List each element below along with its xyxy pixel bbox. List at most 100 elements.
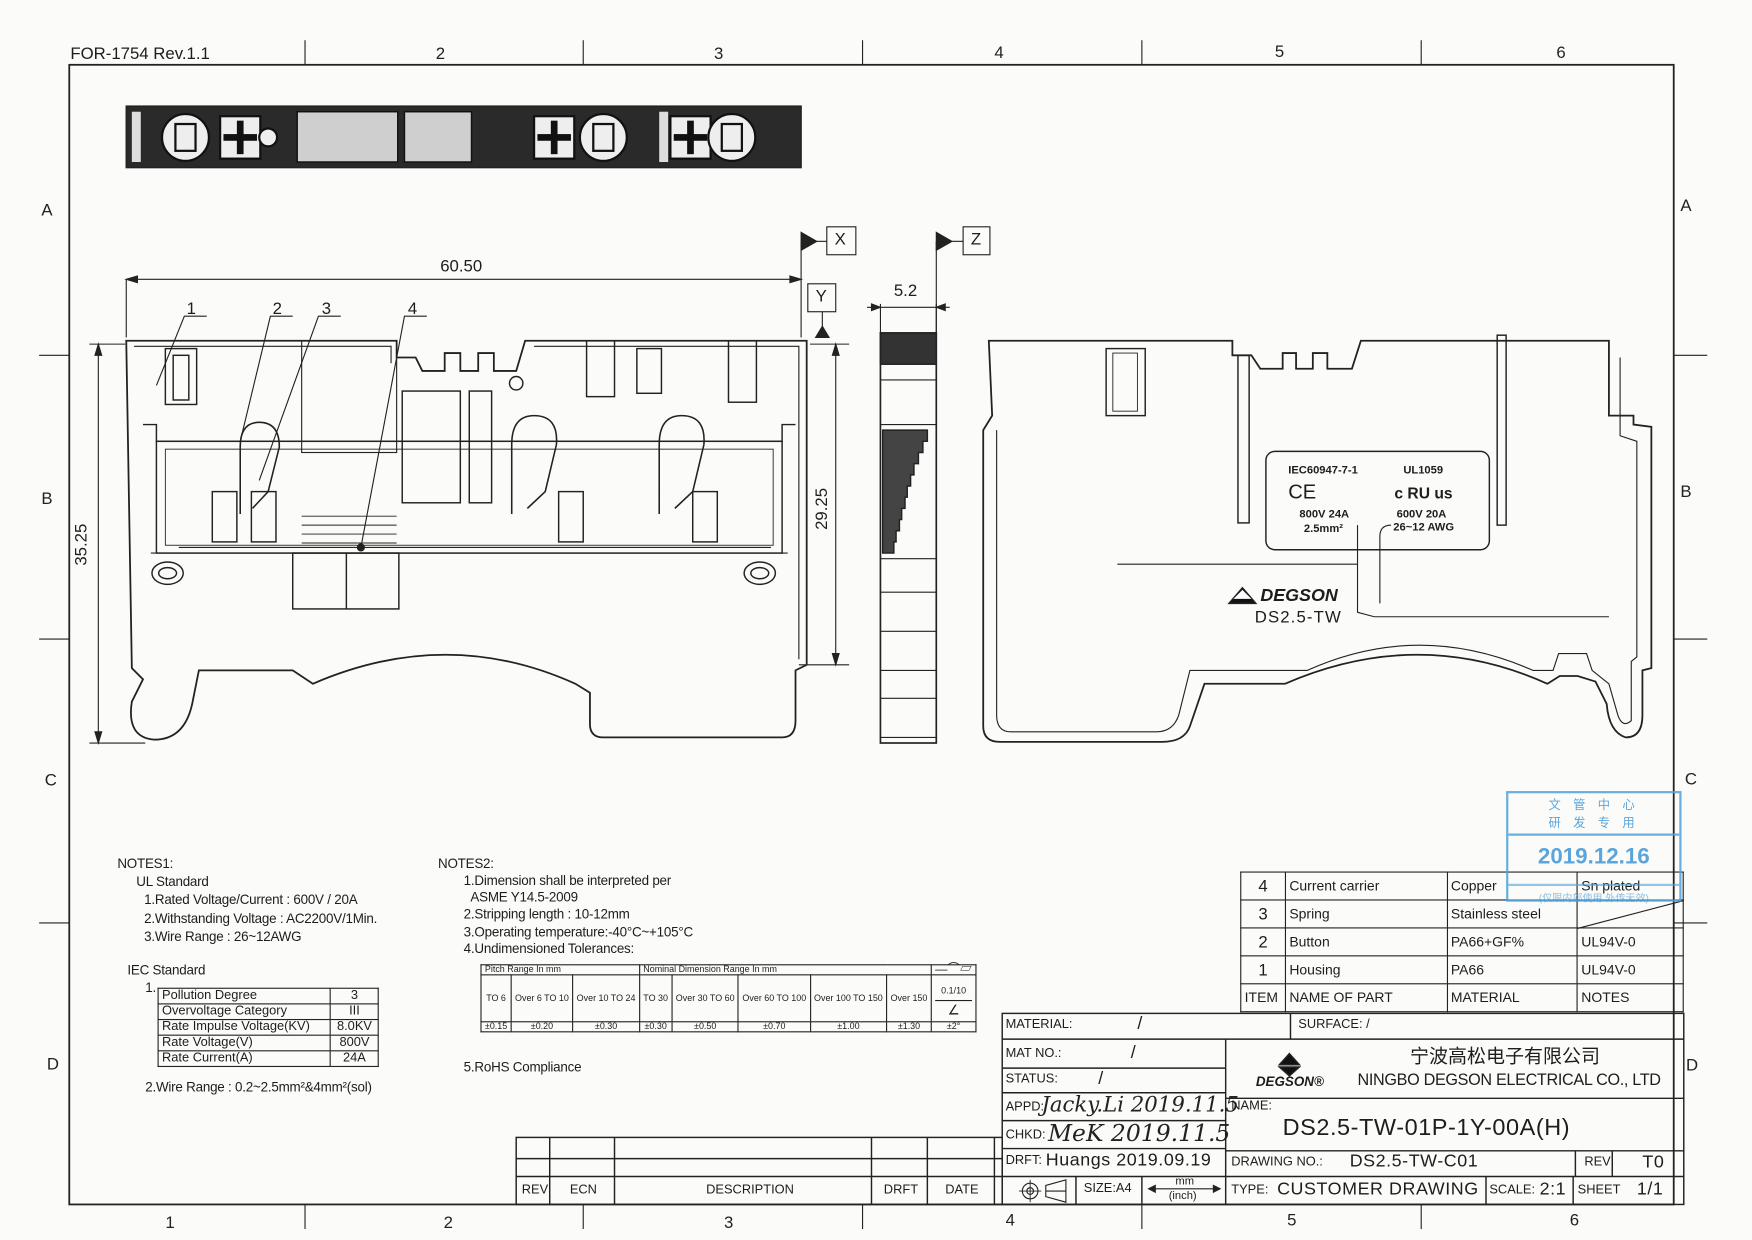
side-view <box>879 332 938 744</box>
datum-x: X <box>834 230 846 250</box>
flatness-value: 0.1/10 <box>935 982 973 1002</box>
company-name-en: NINGBO DEGSON ELECTRICAL CO., LTD <box>1357 1071 1661 1090</box>
callout-2: 2 <box>272 299 282 319</box>
rev-header: REV <box>521 1183 549 1197</box>
note2-2: 2.Stripping length : 10-12mm <box>463 906 630 922</box>
sheet-size: SIZE:A4 <box>1083 1182 1132 1196</box>
tolerance: ±0.50 <box>671 1021 740 1033</box>
iec-note-1: 1. <box>145 979 156 996</box>
appd-label: APPD: <box>1005 1100 1045 1114</box>
rnd-stamp: 文 管 中 心 研 发 专 用 2019.12.16 (仅限内部使用 外传无效) <box>1506 791 1682 905</box>
part-material: PA66+GF% <box>1446 927 1578 957</box>
mat-no-value: / <box>1130 1043 1137 1063</box>
stamp-footer: (仅限内部使用 外传无效) <box>1508 883 1680 905</box>
callout-1: 1 <box>186 299 196 319</box>
cell: Overvoltage Category <box>157 1003 332 1021</box>
range: TO 30 <box>638 974 673 1023</box>
appd-signature: Jacky.Li 2019.11.5 <box>1041 1092 1239 1118</box>
grid-col-bottom-2: 2 <box>443 1213 453 1233</box>
material-value: / <box>1137 1014 1143 1034</box>
header-material: MATERIAL <box>1446 983 1578 1013</box>
model-ds2.5-tw: DS2.5-TW <box>1254 607 1342 627</box>
ul-mark-icon: c RU us <box>1394 483 1453 502</box>
tolerance: ±0.30 <box>638 1021 673 1033</box>
status-label: STATUS: <box>1005 1072 1058 1087</box>
dimension-lines <box>89 226 991 745</box>
note2-1b: ASME Y14.5-2009 <box>470 889 578 906</box>
drawing-no-value: DS2.5-TW-C01 <box>1349 1151 1479 1171</box>
description-header: DESCRIPTION <box>706 1183 794 1197</box>
cell: 8.0KV <box>330 1018 379 1036</box>
header-notes: NOTES <box>1576 983 1684 1013</box>
header-name: NAME OF PART <box>1284 983 1448 1013</box>
dim-overall-length: 60.50 <box>440 256 483 276</box>
dim-thickness: 5.2 <box>893 281 918 301</box>
chkd-signature: MeK 2019.11.5 <box>1048 1119 1231 1147</box>
part-name-value: DS2.5-TW-01P-1Y-00A(H) <box>1282 1115 1571 1141</box>
grid-row-right-c: C <box>1684 769 1698 789</box>
stamp-line2: 研 发 专 用 <box>1508 813 1680 836</box>
part-name: Current carrier <box>1284 871 1448 901</box>
part-material: PA66 <box>1446 955 1578 985</box>
item-no: 3 <box>1240 899 1286 929</box>
type-value: CUSTOMER DRAWING <box>1277 1179 1479 1199</box>
cell: 800V <box>330 1034 379 1052</box>
label-iec-standard: IEC60947-7-1 <box>1288 464 1358 478</box>
tolerance: ±0.70 <box>737 1021 811 1033</box>
table-row: Rate Impulse Voltage(KV)8.0KV <box>157 1018 379 1036</box>
grid-row-right-a: A <box>1680 196 1692 216</box>
part-notes: Sn plated <box>1576 871 1684 901</box>
label-iec-size: 2.5mm² <box>1303 522 1344 536</box>
tolerance: ±1.30 <box>886 1021 932 1033</box>
grid-row-left-d: D <box>46 1054 60 1074</box>
grid-col-bottom-1: 1 <box>165 1213 175 1233</box>
type-label: TYPE: <box>1231 1183 1269 1197</box>
scale-label: SCALE: <box>1489 1183 1536 1197</box>
date-header: DATE <box>945 1183 979 1197</box>
note2-1: 1.Dimension shall be interpreted per <box>463 872 672 889</box>
grid-row-left-a: A <box>41 201 53 221</box>
tolerance-table: Pitch Range In mm Nominal Dimension Rang… <box>480 964 977 1033</box>
surface-label: SURFACE: / <box>1298 1017 1370 1032</box>
grid-row-left-b: B <box>41 489 53 509</box>
name-label: NAME: <box>1231 1099 1272 1113</box>
cell: Rate Current(A) <box>157 1050 332 1068</box>
rev-value: T0 <box>1642 1153 1665 1173</box>
table-row: Rate Current(A)24A <box>157 1050 379 1068</box>
cell: 24A <box>330 1050 379 1068</box>
drawing-no-label: DRAWING NO.: <box>1231 1155 1323 1169</box>
grid-row-left-c: C <box>44 770 57 790</box>
drft-label: DRFT: <box>1005 1154 1042 1168</box>
grid-row-right-d: D <box>1686 1055 1699 1075</box>
tolerance: ±0.30 <box>572 1021 640 1033</box>
drft-header: DRFT <box>883 1183 919 1197</box>
part-notes: UL94V-0 <box>1576 955 1684 985</box>
drft-value: Huangs 2019.09.19 <box>1045 1150 1212 1170</box>
range: Over 30 TO 60 <box>671 974 740 1023</box>
angle-tolerance: ±2° <box>930 1021 977 1033</box>
note2-3: 3.Operating temperature:-40°C~+105°C <box>463 924 693 940</box>
nominal-header: Nominal Dimension Range In mm <box>638 964 932 976</box>
range: Over 60 TO 100 <box>737 974 811 1023</box>
cell: 3 <box>330 987 379 1005</box>
top-view <box>125 105 802 169</box>
title-block-lines <box>515 1012 1685 1206</box>
sheet-label: SHEET <box>1577 1183 1621 1197</box>
datum-y: Y <box>815 287 827 307</box>
material-label: MATERIAL: <box>1005 1017 1073 1032</box>
sheet-value: 1/1 <box>1636 1179 1664 1199</box>
ecn-header: ECN <box>569 1183 597 1197</box>
right-side-view <box>982 334 1653 743</box>
header-item: ITEM <box>1240 983 1286 1013</box>
grid-col-bottom-6: 6 <box>1569 1211 1580 1231</box>
company-name-cn: 宁波高松电子有限公司 <box>1410 1045 1600 1069</box>
scale-value: 2:1 <box>1539 1179 1567 1199</box>
ul-standard-title: UL Standard <box>136 873 209 890</box>
part-notes: UL94V-0 <box>1576 927 1684 957</box>
callout-4: 4 <box>407 299 418 319</box>
range: Over 150 <box>886 974 932 1023</box>
